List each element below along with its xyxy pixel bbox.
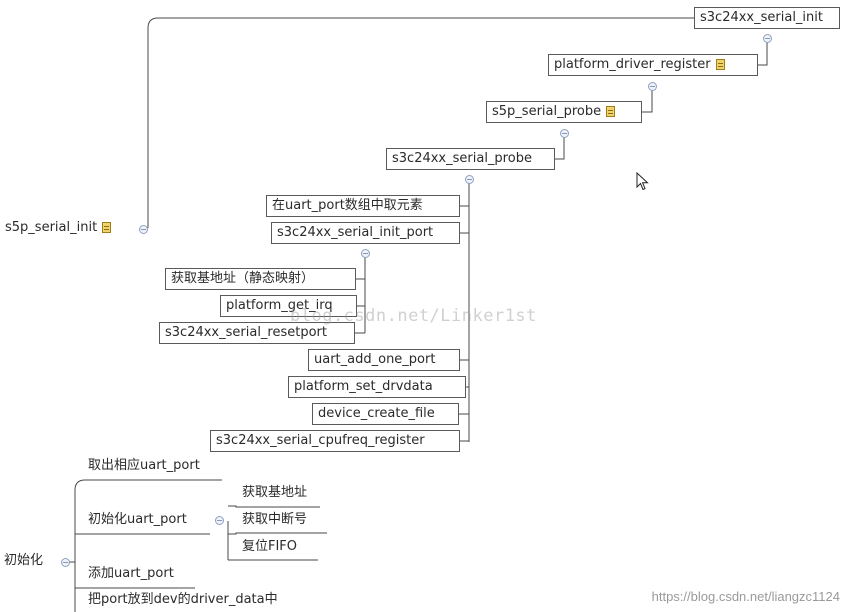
node-put-port-into-driver-data[interactable]: 把port放到dev的driver_data中: [86, 590, 280, 612]
note-icon[interactable]: [715, 59, 725, 70]
node-label: s3c24xx_serial_resetport: [165, 325, 327, 340]
node-s5p-serial-probe[interactable]: s5p_serial_probe: [486, 101, 642, 123]
node-init-root[interactable]: 初始化: [2, 551, 45, 573]
collapse-toggle-icon[interactable]: −: [61, 558, 70, 567]
node-s3c24xx-serial-init[interactable]: s3c24xx_serial_init: [694, 7, 840, 29]
node-platform-set-drvdata[interactable]: platform_set_drvdata: [288, 376, 466, 398]
node-get-uart-port-from-array[interactable]: 在uart_port数组中取元素: [266, 195, 460, 217]
node-label: 在uart_port数组中取元素: [272, 198, 423, 213]
node-label: 获取基地址: [242, 485, 308, 500]
node-label: 初始化: [4, 553, 44, 568]
node-uart-add-one-port[interactable]: uart_add_one_port: [308, 349, 460, 371]
node-label: s5p_serial_init: [5, 220, 98, 235]
collapse-toggle-icon[interactable]: −: [215, 516, 224, 525]
node-label: s3c24xx_serial_init: [700, 10, 823, 25]
node-label: platform_driver_register: [554, 57, 711, 72]
node-platform-driver-register[interactable]: platform_driver_register: [548, 54, 758, 76]
node-label: platform_set_drvdata: [294, 379, 433, 394]
note-icon[interactable]: [606, 106, 616, 117]
node-label: 把port放到dev的driver_data中: [88, 592, 278, 607]
note-icon[interactable]: [102, 222, 112, 233]
node-label: uart_add_one_port: [314, 352, 436, 367]
node-label: platform_get_irq: [226, 298, 333, 313]
collapse-toggle-icon[interactable]: −: [139, 225, 148, 234]
node-label: s3c24xx_serial_cpufreq_register: [216, 433, 425, 448]
node-reset-fifo[interactable]: 复位FIFO: [240, 537, 299, 559]
collapse-toggle-icon[interactable]: −: [361, 249, 370, 258]
node-get-base-address-static-map[interactable]: 获取基地址（静态映射）: [165, 268, 356, 290]
node-label: 获取基地址（静态映射）: [171, 271, 315, 286]
node-label: 取出相应uart_port: [88, 458, 200, 473]
watermark-text: blog.csdn.net/Linker1st: [290, 306, 537, 326]
node-s3c24xx-serial-init-port[interactable]: s3c24xx_serial_init_port: [271, 222, 460, 244]
footer-watermark: https://blog.csdn.net/liangzc1124: [651, 589, 840, 604]
node-label: s5p_serial_probe: [492, 104, 602, 119]
collapse-toggle-icon[interactable]: −: [763, 34, 772, 43]
node-init-uart-port[interactable]: 初始化uart_port: [86, 510, 189, 532]
collapse-toggle-icon[interactable]: −: [465, 175, 474, 184]
node-label: device_create_file: [318, 406, 435, 421]
node-get-base-address[interactable]: 获取基地址: [240, 483, 309, 505]
node-s3c24xx-serial-resetport[interactable]: s3c24xx_serial_resetport: [159, 322, 355, 344]
node-take-uart-port[interactable]: 取出相应uart_port: [86, 456, 202, 478]
node-get-irq-number[interactable]: 获取中断号: [240, 510, 309, 532]
node-label: s3c24xx_serial_probe: [392, 151, 532, 166]
node-label: 初始化uart_port: [88, 512, 187, 527]
collapse-toggle-icon[interactable]: −: [560, 129, 569, 138]
collapse-toggle-icon[interactable]: −: [648, 82, 657, 91]
node-s3c24xx-serial-cpufreq-register[interactable]: s3c24xx_serial_cpufreq_register: [210, 430, 460, 452]
node-label: s3c24xx_serial_init_port: [277, 225, 434, 240]
mouse-cursor-icon: [636, 172, 649, 191]
node-s5p-serial-init[interactable]: s5p_serial_init: [0, 218, 136, 240]
node-platform-get-irq[interactable]: platform_get_irq: [220, 295, 357, 317]
node-label: 获取中断号: [242, 512, 308, 527]
node-add-uart-port[interactable]: 添加uart_port: [86, 564, 176, 586]
node-s3c24xx-serial-probe[interactable]: s3c24xx_serial_probe: [386, 148, 555, 170]
node-label: 添加uart_port: [88, 566, 174, 581]
node-device-create-file[interactable]: device_create_file: [312, 403, 459, 425]
node-label: 复位FIFO: [242, 539, 298, 554]
